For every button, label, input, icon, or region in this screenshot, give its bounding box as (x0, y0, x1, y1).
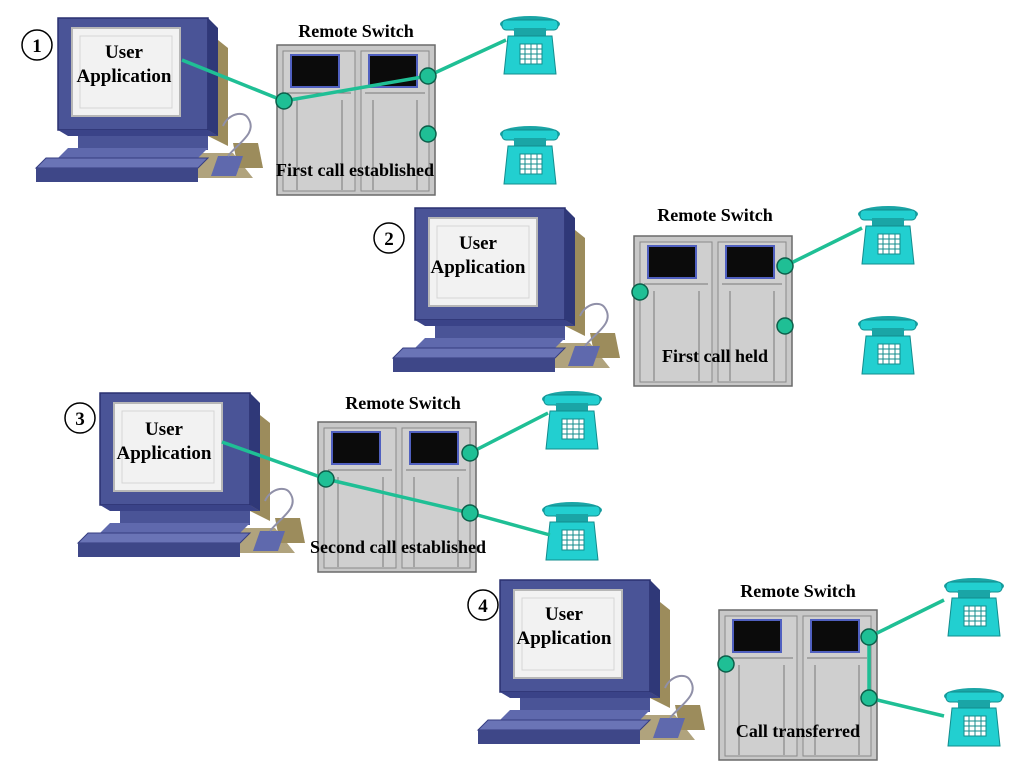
switch-title: Remote Switch (298, 21, 413, 41)
connection-line (181, 58, 285, 103)
switch-port (317, 470, 335, 488)
screen-label-line2: Application (76, 66, 171, 87)
panel-caption: Call transferred (736, 721, 860, 741)
telephone-icon (541, 390, 603, 450)
connection-line (221, 440, 327, 481)
panel-4: User Application 4 Remote Switch Call tr… (467, 577, 1005, 761)
step-badge (64, 402, 96, 434)
connection-line (868, 696, 945, 718)
switch-port (461, 504, 479, 522)
switch-title: Remote Switch (740, 581, 855, 601)
panel-1: User Application 1 Remote Switch First c… (21, 15, 561, 196)
computer-icon (77, 392, 306, 558)
screen-label-line2: Application (516, 628, 611, 649)
connection-line (469, 511, 551, 537)
screen-label-line1: User (145, 419, 184, 440)
telephone-icon (499, 15, 561, 75)
connection-line (283, 74, 429, 103)
telephone-icon (857, 315, 919, 375)
step-number: 4 (478, 596, 488, 617)
step-badge (21, 29, 53, 61)
telephone-icon (499, 125, 561, 185)
step-number: 2 (384, 229, 394, 250)
panel-3: User Application 3 Remote Switch Second … (64, 390, 603, 573)
step-number: 3 (75, 409, 85, 430)
switch-port (717, 655, 735, 673)
computer-icon (35, 17, 264, 183)
step-badge (467, 589, 499, 621)
switch-port (860, 689, 878, 707)
panel-caption: First call held (662, 346, 768, 366)
connection-line (469, 411, 549, 455)
switch-title: Remote Switch (345, 393, 460, 413)
telephone-icon (857, 205, 919, 265)
panel-caption: Second call established (310, 537, 486, 557)
connection-line (325, 477, 471, 515)
step-number: 1 (32, 36, 42, 57)
connection-line (784, 226, 863, 268)
telephone-icon (541, 501, 603, 561)
telephone-icon (943, 577, 1005, 637)
computer-icon (392, 207, 621, 373)
panel-caption: First call established (276, 160, 434, 180)
screen-label-line1: User (105, 42, 144, 63)
switch-title: Remote Switch (657, 205, 772, 225)
connection-line (427, 38, 507, 78)
switch-port (776, 317, 794, 335)
screen-label-line1: User (459, 233, 498, 254)
panel-2: User Application 2 Remote Switch First c… (373, 205, 919, 387)
computer-icon (477, 579, 706, 745)
screen-label-line1: User (545, 604, 584, 625)
switch-port (461, 444, 479, 462)
switch-port (419, 125, 437, 143)
telephone-icon (943, 687, 1005, 747)
step-badge (373, 222, 405, 254)
switch-port (776, 257, 794, 275)
switch-port (275, 92, 293, 110)
switch-port (860, 628, 878, 646)
switch-port (631, 283, 649, 301)
connection-line (868, 598, 945, 639)
screen-label-line2: Application (430, 257, 525, 278)
screen-label-line2: Application (116, 443, 211, 464)
switch-port (419, 67, 437, 85)
